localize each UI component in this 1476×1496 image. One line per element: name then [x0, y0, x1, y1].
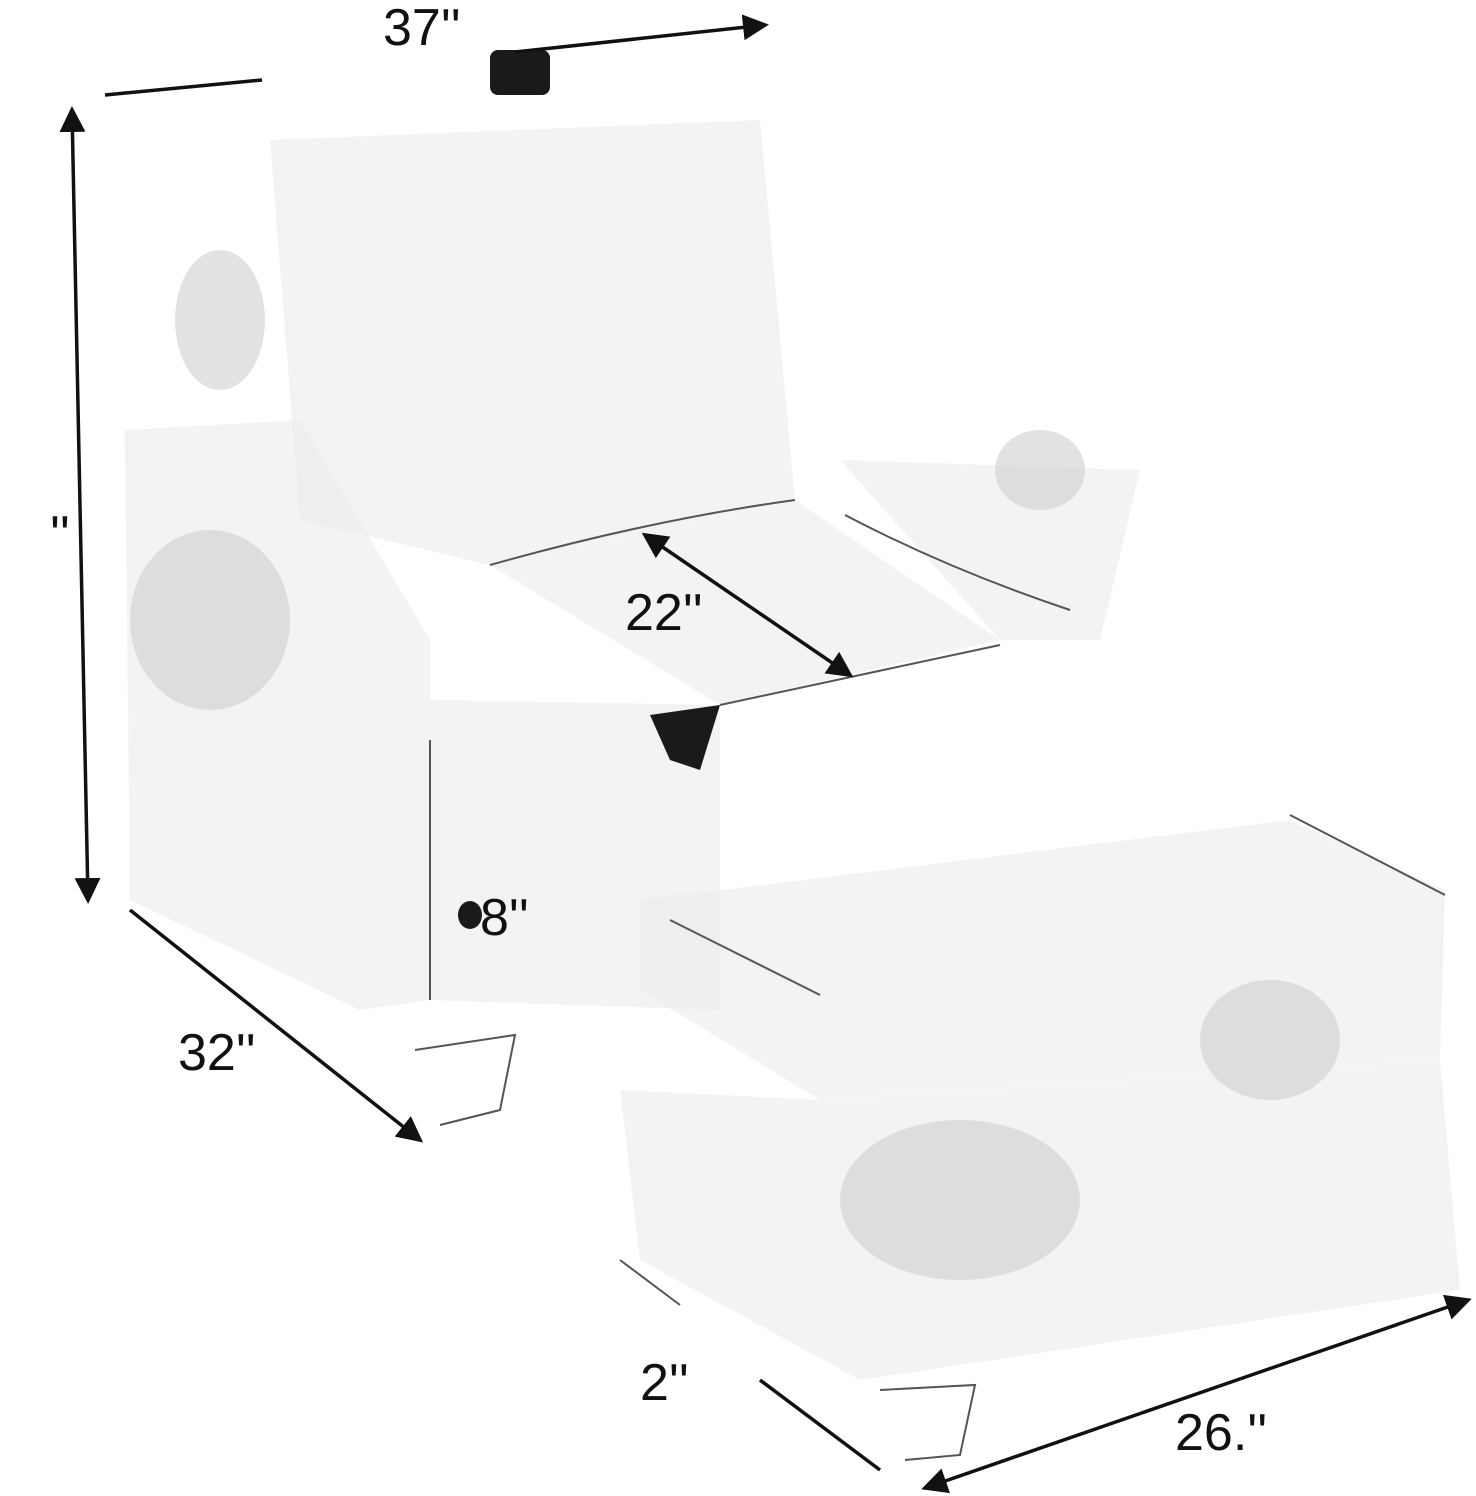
dark-mark: [458, 901, 482, 929]
chair-height-label: '': [50, 506, 70, 564]
dark-mark: [650, 705, 720, 770]
ottoman-shade: [1200, 980, 1340, 1100]
ottoman-height-line: [758, 1378, 882, 1472]
chair-illustration: [125, 50, 1140, 1126]
ottoman-top-edge: [1289, 814, 1446, 896]
chair-width-line: [104, 78, 263, 97]
chair-width-line: [514, 14, 769, 54]
chair-depth-line: [128, 908, 424, 1143]
right-arm-edge: [844, 514, 1071, 611]
chair-back: [270, 120, 795, 565]
ottoman-base-edge: [619, 1259, 681, 1306]
seat-front-edge: [719, 644, 1001, 706]
dimension-lines: [59, 14, 1472, 1494]
chair-height-line: [59, 106, 101, 904]
ottoman-shade: [840, 1120, 1080, 1280]
chair-shade: [130, 530, 290, 710]
seat-height-label: 8'': [480, 889, 529, 947]
seat-depth-label: 22'': [625, 584, 703, 642]
ottoman-front-edge: [669, 919, 821, 996]
ottoman-width-line: [921, 1294, 1472, 1494]
chair-shade: [175, 250, 265, 390]
ottoman-height-label: 2'': [640, 1354, 689, 1412]
dimension-labels: 37'' '' 32'' 22'' 8'' 2'' 26.'': [50, 0, 1267, 1462]
ottoman-illustration: [619, 814, 1460, 1461]
seat-depth-line: [641, 532, 854, 678]
chair-right-arm: [840, 460, 1140, 640]
seat-back-edge: [489, 499, 796, 566]
ottoman-width-label: 26.'': [1175, 1404, 1267, 1462]
chair-shade: [995, 430, 1085, 510]
chair-depth-label: 32'': [178, 1024, 256, 1082]
chair-leg: [414, 1033, 517, 1126]
ottoman-front: [620, 1090, 860, 1380]
dark-mark: [490, 50, 550, 95]
ottoman-leg: [879, 1383, 977, 1461]
chair-width-label: 37'': [383, 0, 461, 57]
